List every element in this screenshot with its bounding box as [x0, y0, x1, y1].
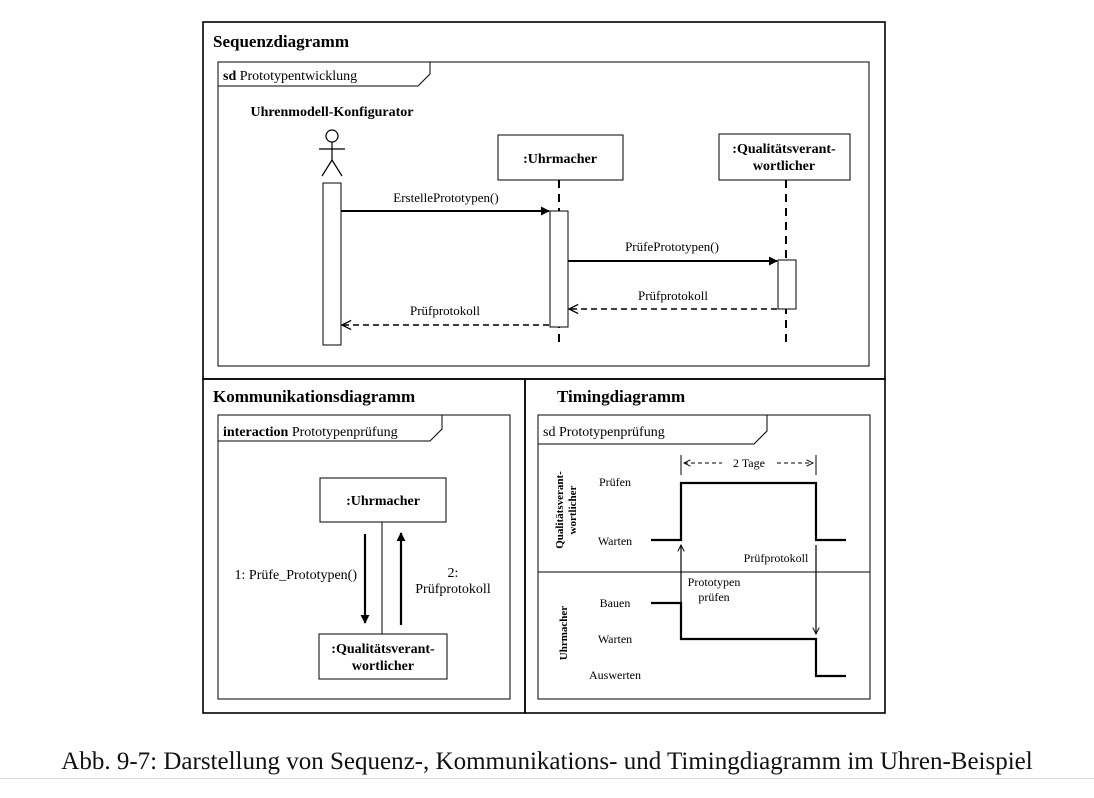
timing-frame-tab [538, 415, 768, 445]
event-label-prototypen-1: Prototypen [688, 575, 741, 589]
timeline-qs [651, 481, 846, 542]
sequence-frame [217, 61, 870, 367]
sequence-frame-tab [218, 62, 431, 87]
lifeline-uhrmacher-box [497, 134, 624, 181]
actor-label: Uhrenmodell-Konfigurator [250, 105, 413, 120]
reply-label-2: Prüfprotokoll [410, 303, 480, 318]
sequence-heading: Sequenzdiagramm [213, 32, 349, 51]
lane-qs-label-2: wortlicher [567, 485, 579, 534]
communication-heading: Kommunikationsdiagramm [213, 387, 415, 406]
message-label-2: PrüfePrototypen() [625, 239, 719, 254]
node-qs-box [318, 633, 448, 680]
qs-activation [777, 259, 797, 310]
state-bauen: Bauen [600, 596, 631, 610]
node-qs-label-1: :Qualitätsverant- [331, 642, 435, 657]
comm-message-label-1: 1: Prüfe_Prototypen() [235, 568, 358, 583]
actor-stick-figure [319, 129, 345, 177]
event-label-prototypen-2: prüfen [698, 590, 729, 604]
comm-message-label-2b: Prüfprotokoll [415, 582, 491, 597]
state-warten-u: Warten [598, 632, 632, 646]
event-label-pruefprotokoll: Prüfprotokoll [744, 551, 809, 565]
timing-frame [537, 414, 871, 700]
communication-frame-tab [218, 415, 443, 442]
duration-label: 2 Tage [733, 456, 765, 470]
node-uhrmacher-box [319, 477, 447, 523]
sequence-frame-label: sd Prototypentwicklung [223, 69, 357, 84]
panel-timing [524, 378, 886, 714]
timing-frame-label: sd Prototypenprüfung [543, 425, 665, 440]
figure-caption: Abb. 9-7: Darstellung von Sequenz-, Komm… [61, 748, 1033, 775]
lifeline-uhrmacher-label: :Uhrmacher [523, 152, 597, 167]
communication-frame-label: interaction Prototypenprüfung [223, 425, 398, 440]
state-pruefen: Prüfen [599, 475, 631, 489]
lifeline-qs-box [718, 133, 851, 181]
communication-frame [217, 414, 511, 700]
comm-message-label-2a: 2: [448, 566, 459, 581]
lane-uhrmacher-label: Uhrmacher [558, 606, 570, 660]
timeline-uhrmacher [651, 601, 846, 678]
lifeline-qs-label-1: :Qualitätsverant- [732, 142, 836, 157]
node-qs-label-2: wortlicher [352, 659, 414, 674]
reply-label-1: Prüfprotokoll [638, 288, 708, 303]
state-warten-qs: Warten [598, 534, 632, 548]
actor-activation [322, 182, 342, 346]
uhrmacher-activation [549, 210, 569, 328]
message-label-1: ErstellePrototypen() [393, 190, 498, 205]
node-uhrmacher-label: :Uhrmacher [346, 494, 420, 509]
duration-marker [680, 455, 817, 475]
caption-divider [0, 778, 1094, 779]
lane-qs-label-1: Qualitätsverant- [554, 471, 566, 549]
timing-heading: Timingdiagramm [557, 387, 685, 406]
lifeline-qs-label-2: wortlicher [753, 159, 815, 174]
state-auswerten: Auswerten [589, 668, 641, 682]
